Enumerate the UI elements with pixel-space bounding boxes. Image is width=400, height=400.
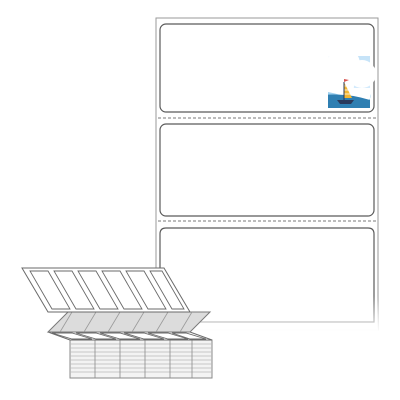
printed-label-2 bbox=[159, 123, 375, 217]
printed-label-1 bbox=[159, 23, 377, 113]
stack-pages bbox=[69, 339, 213, 379]
stack-top-labels bbox=[51, 332, 207, 340]
fanfold-label-stack bbox=[21, 267, 213, 379]
upper-sheet-labels bbox=[29, 270, 185, 310]
folded-sheet-middle bbox=[46, 311, 212, 333]
